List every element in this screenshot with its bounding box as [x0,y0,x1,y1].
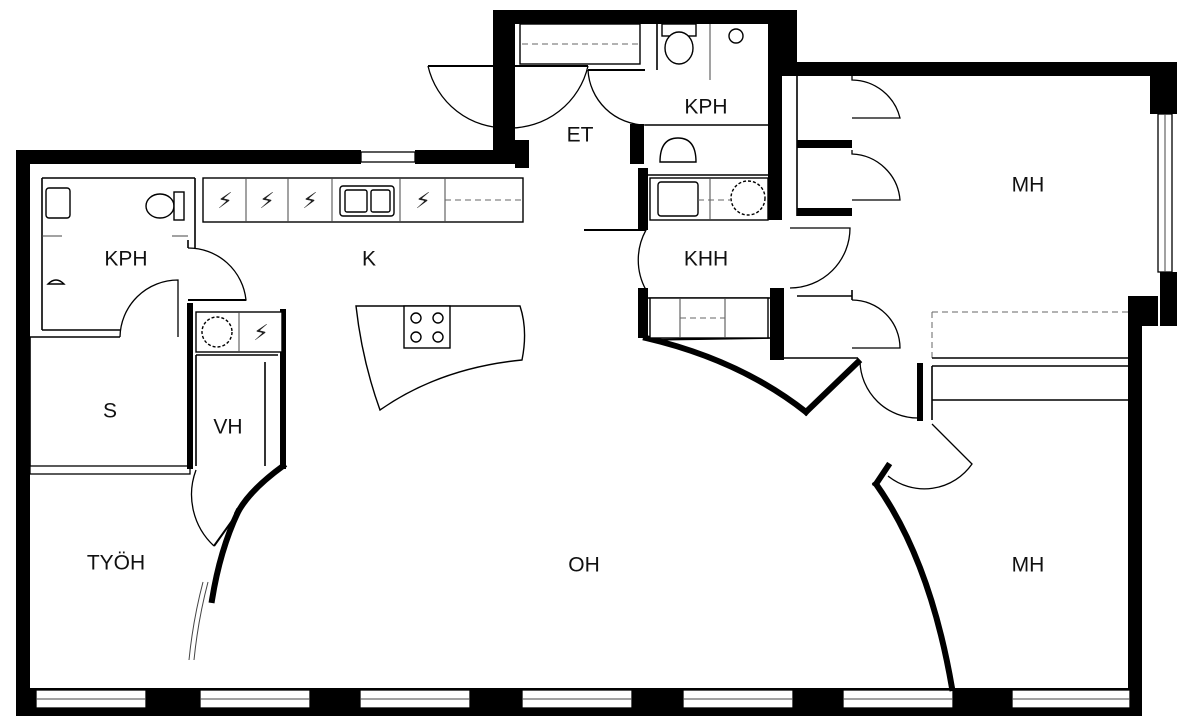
toilet-icon [664,31,694,65]
room-label-k: K [362,248,376,271]
lightning-bolt-icon: ⚡ [259,189,274,214]
kitchen-island [355,305,526,412]
room-label-kph: KPH [684,96,727,119]
room-label-kph: KPH [104,248,147,271]
room-label-vh: VH [213,416,242,439]
room-label-khh: KHH [684,248,728,271]
windows [29,23,1173,709]
sink-icon [657,181,699,217]
room-label-mh: MH [1012,174,1045,197]
lightning-bolt-icon: ⚡ [253,321,268,346]
room-label-et: ET [567,124,594,147]
room-label-tyoh: TYÖH [87,552,145,575]
toilet-icon [145,193,175,219]
lightning-bolt-icon: ⚡ [415,189,430,214]
room-label-mh: MH [1012,554,1045,577]
shower-icon [46,279,66,285]
interior-walls [29,24,1128,469]
electric-symbols: ⚡ ⚡ ⚡ ⚡ ⚡ [217,189,430,346]
lightning-bolt-icon: ⚡ [302,189,317,214]
washing-machine-icon [201,316,233,348]
sink-icon [45,187,71,219]
washing-machine-icon [730,180,766,216]
sink-icon [659,137,697,163]
shower-icon [728,28,744,44]
bathroom-fixtures [42,23,769,339]
room-label-oh: OH [568,554,600,577]
curved-walls [188,334,956,692]
room-label-s: S [103,400,117,423]
room-labels: KPH K ET KPH MH KHH S VH TYÖH OH MH [87,96,1045,577]
doors [119,65,973,547]
lightning-bolt-icon: ⚡ [217,189,232,214]
hob-icon [403,305,451,349]
kitchen [195,177,526,412]
